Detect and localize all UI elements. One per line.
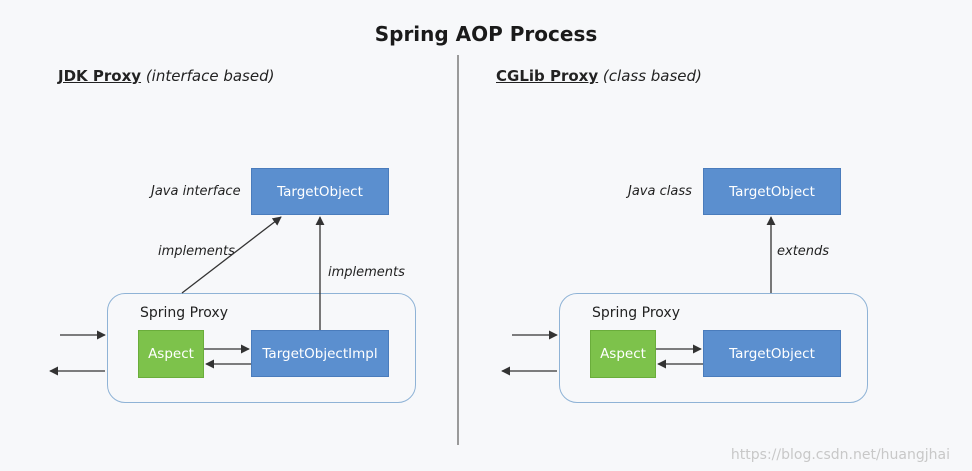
right-aspect-box: Aspect xyxy=(590,330,656,378)
left-spring-proxy-label: Spring Proxy xyxy=(140,305,228,321)
java-class-label: Java class xyxy=(628,184,692,199)
left-implements-label: implements xyxy=(158,244,235,259)
right-inner-target-object-box: TargetObject xyxy=(703,330,841,377)
extends-label: extends xyxy=(777,244,830,259)
jdk-proxy-heading: JDK Proxy (interface based) xyxy=(58,67,274,85)
cglib-proxy-heading-strong: CGLib Proxy xyxy=(496,67,599,85)
cglib-proxy-heading: CGLib Proxy (class based) xyxy=(496,67,702,85)
jdk-proxy-heading-strong: JDK Proxy xyxy=(58,67,142,85)
right-target-object-box: TargetObject xyxy=(703,168,841,215)
right-spring-proxy-label: Spring Proxy xyxy=(592,305,680,321)
watermark-url: https://blog.csdn.net/huangjhai xyxy=(730,447,950,463)
target-object-impl-box: TargetObjectImpl xyxy=(251,330,389,377)
right-spring-proxy-group xyxy=(559,293,868,403)
left-target-object-box: TargetObject xyxy=(251,168,389,215)
right-implements-label: implements xyxy=(328,265,405,280)
left-spring-proxy-group xyxy=(107,293,416,403)
left-implements-arrow xyxy=(181,216,282,294)
jdk-proxy-heading-sub: (interface based) xyxy=(145,67,275,85)
java-interface-label: Java interface xyxy=(151,184,241,199)
center-divider xyxy=(457,55,459,445)
diagram-title: Spring AOP Process xyxy=(374,22,598,46)
left-aspect-box: Aspect xyxy=(138,330,204,378)
cglib-proxy-heading-sub: (class based) xyxy=(602,67,702,85)
